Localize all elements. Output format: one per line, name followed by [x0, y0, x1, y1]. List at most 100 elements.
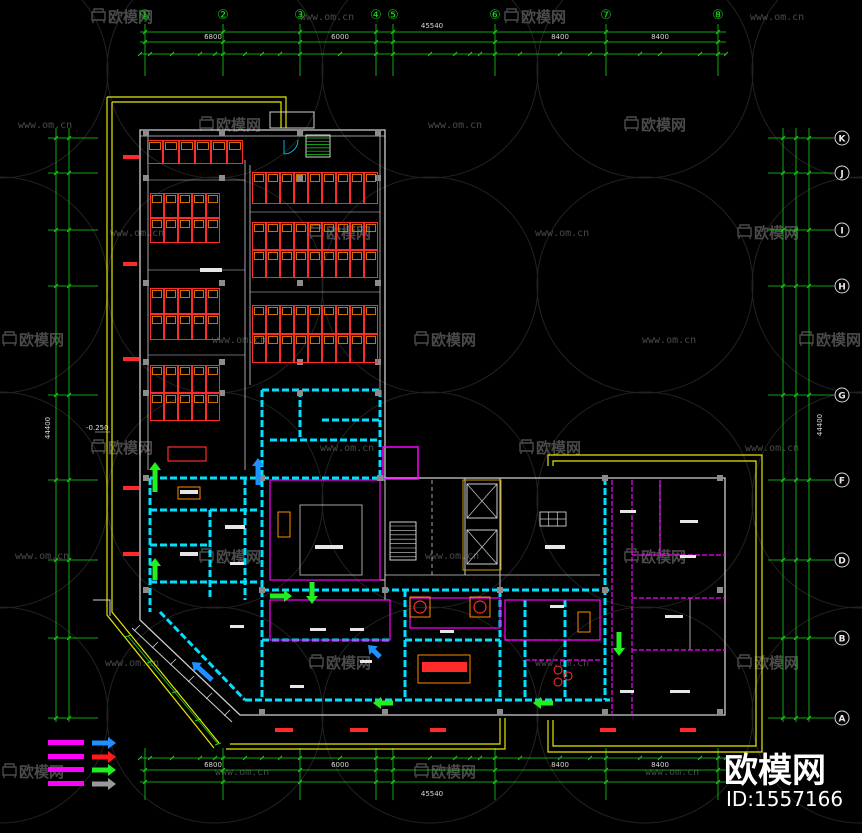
ward-bed-pillow	[166, 395, 176, 403]
ward-bed	[252, 250, 266, 278]
dimension-tick	[297, 767, 303, 773]
outer-line-bottom-inner	[230, 718, 501, 745]
dimension-tick	[723, 51, 729, 57]
fixture-icon	[553, 677, 563, 687]
dimension-tick	[557, 755, 563, 761]
ward-bed	[150, 193, 164, 218]
ward-bed-pillow	[296, 307, 306, 315]
dimension-tick	[142, 767, 148, 773]
sink-cabinet	[469, 596, 491, 618]
watermark-site-text: www.om.cn	[212, 335, 266, 346]
structural-column	[497, 709, 503, 715]
green-arrow-icon	[533, 697, 553, 709]
watermark-brand-text: 欧模网	[108, 439, 153, 457]
structural-column	[375, 130, 381, 136]
ward-bed-pillow	[268, 174, 278, 182]
watermark-brand: 欧模网	[91, 439, 153, 457]
room-label-mark	[545, 545, 565, 549]
dimension-tick	[793, 635, 799, 641]
ward-bed-pillow	[338, 307, 348, 315]
watermark-site-text: www.om.cn	[745, 443, 799, 454]
dimension-bottom-span: 6800	[204, 761, 222, 769]
dimension-left-total: 44400	[44, 417, 52, 439]
dimension-tick	[220, 779, 226, 785]
dimension-tick	[220, 51, 226, 57]
ward-bed-pillow	[352, 307, 362, 315]
structural-column	[259, 587, 265, 593]
ward-bed	[206, 193, 220, 218]
treatment-room	[269, 479, 386, 581]
ward-bed-pillow	[268, 224, 278, 232]
dimension-tick	[169, 51, 175, 57]
dimension-tick	[337, 755, 343, 761]
building-outline	[139, 129, 726, 716]
dimension-tick	[427, 755, 433, 761]
dimension-top-span: 6800	[204, 33, 222, 41]
ward-bed-pillow	[166, 367, 176, 375]
ward-bed-pillow	[324, 252, 334, 260]
ward-bed	[150, 314, 164, 340]
room-label-mark	[670, 690, 690, 693]
red-marker	[123, 262, 137, 266]
ward-bed-pillow	[152, 195, 162, 203]
outer-line-right-block-inner	[552, 460, 757, 747]
watermark-id: ID:1557166	[726, 787, 843, 811]
watermark-brand: 欧模网	[799, 331, 861, 349]
green-arrow-icon	[149, 558, 161, 580]
ward-bed-pillow	[208, 367, 218, 375]
ward-bed-pillow	[310, 252, 320, 260]
dimension-tick	[467, 755, 473, 761]
ward-bed	[336, 172, 350, 204]
structural-column	[602, 709, 608, 715]
dimension-tick	[212, 51, 218, 57]
ward-bed-pillow	[324, 174, 334, 182]
red-marker	[600, 728, 616, 732]
ward-bed-pillow	[180, 290, 190, 298]
structural-column	[717, 475, 723, 481]
ward-bed-pillow	[152, 316, 162, 324]
grid-axis-bubble	[834, 278, 850, 294]
ward-bed-pillow	[366, 252, 376, 260]
sofa-logo-icon	[91, 439, 106, 454]
legend-label-mark	[48, 781, 84, 786]
watermark-brand-large: 欧模网	[724, 751, 826, 791]
ward-bed	[280, 334, 294, 363]
dimension-tick	[715, 767, 721, 773]
red-marker	[123, 552, 139, 556]
dimension-tick	[492, 39, 498, 45]
grid-axis-bubble	[834, 552, 850, 568]
grid-axis-bubble	[834, 130, 850, 146]
wall-layer	[93, 111, 726, 723]
ward-bed	[192, 193, 206, 218]
grid-axis-top-label: ②	[217, 8, 229, 23]
ward-bed-pillow	[254, 174, 264, 182]
ward-bed-pillow	[180, 195, 190, 203]
ward-bed	[350, 305, 364, 334]
dimension-tick	[492, 767, 498, 773]
dimension-bottom-span: 8400	[551, 761, 569, 769]
ward-bed-pillow	[208, 316, 218, 324]
dimension-tick	[477, 51, 483, 57]
ward-bed	[206, 393, 220, 421]
ward-bed	[178, 393, 192, 421]
grid-axis-bubble	[834, 165, 850, 181]
equipment-cabinet	[577, 611, 591, 633]
structural-column	[297, 175, 303, 181]
grid-axis-right-label: F	[839, 477, 845, 487]
structural-column	[602, 475, 608, 481]
room-label-mark	[550, 605, 564, 608]
dimension-tick	[780, 283, 786, 289]
ward-bed-pillow	[366, 224, 376, 232]
ward-bed-pillow	[310, 307, 320, 315]
red-marker	[123, 155, 139, 159]
ward-bed-pillow	[296, 252, 306, 260]
grid-axis-right-label: H	[838, 283, 846, 293]
diagonal-wall-hatch	[133, 624, 141, 632]
stair-lower	[389, 521, 417, 561]
watermark-site-text: www.om.cn	[105, 658, 159, 669]
dimension-tick	[66, 170, 72, 176]
dimension-tick	[793, 477, 799, 483]
watermark-brand-text: 欧模网	[754, 654, 799, 672]
dimension-tick	[53, 135, 59, 141]
room-label-mark	[225, 525, 245, 529]
